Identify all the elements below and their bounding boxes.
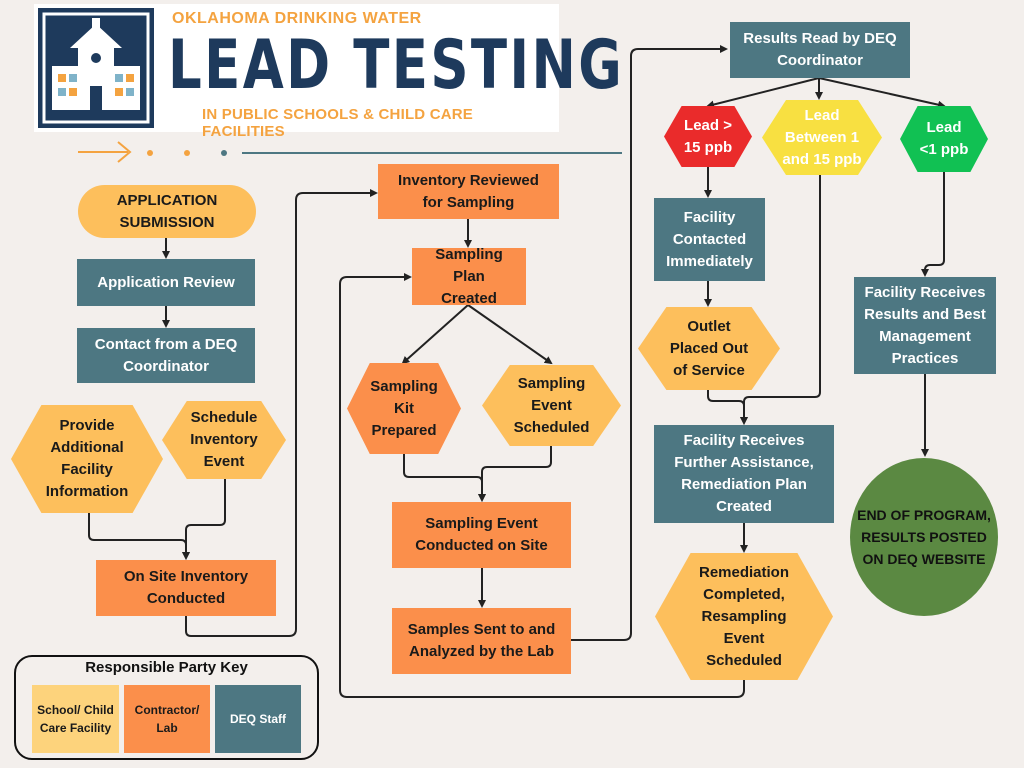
application-review-node: Application Review (77, 259, 255, 306)
schoolhouse-logo-icon (38, 8, 154, 128)
end-program-node: END OF PROGRAM, RESULTS POSTED ON DEQ WE… (850, 458, 998, 616)
key-school: School/ Child Care Facility (32, 685, 119, 753)
sampling-plan-node: Sampling Plan Created (412, 246, 526, 307)
event-conducted-node: Sampling Event Conducted on Site (392, 502, 571, 568)
logo-subtitle: IN PUBLIC SCHOOLS & CHILD CARE FACILITIE… (202, 106, 474, 140)
responsible-party-key: Responsible Party Key School/ Child Care… (14, 655, 319, 760)
facility-bmp-node: Facility Receives Results and Best Manag… (854, 277, 996, 374)
results-read-node: Results Read by DEQ Coordinator (730, 22, 910, 78)
decorative-arrow-line (78, 141, 622, 163)
key-title: Responsible Party Key (85, 659, 248, 676)
sampling-kit-node: Sampling Kit Prepared (347, 363, 461, 454)
inventory-reviewed-node: Inventory Reviewed for Sampling (378, 164, 559, 219)
logo-top-line: OKLAHOMA DRINKING WATER (172, 10, 422, 27)
facility-contacted-node: Facility Contacted Immediately (654, 198, 765, 281)
further-assistance-node: Facility Receives Further Assistance, Re… (654, 425, 834, 523)
logo-title: LEAD TESTING (168, 26, 625, 105)
application-submission-node: APPLICATION SUBMISSION (78, 185, 256, 238)
onsite-inventory-node: On Site Inventory Conducted (96, 560, 276, 616)
outlet-out-node: Outlet Placed Out of Service (638, 307, 780, 390)
lead-high-node: Lead > 15 ppb (664, 106, 752, 167)
logo-header: OKLAHOMA DRINKING WATER LEAD TESTING IN … (34, 4, 622, 140)
key-contractor: Contractor/ Lab (124, 685, 210, 753)
event-scheduled-node: Sampling Event Scheduled (482, 365, 621, 446)
lead-low-node: Lead <1 ppb (900, 106, 988, 172)
remediation-completed-node: Remediation Completed, Resampling Event … (655, 553, 833, 680)
samples-sent-node: Samples Sent to and Analyzed by the Lab (392, 608, 571, 674)
contact-deq-coordinator-node: Contact from a DEQ Coordinator (77, 328, 255, 383)
key-deq-staff: DEQ Staff (215, 685, 301, 753)
provide-info-node: Provide Additional Facility Information (11, 405, 163, 513)
lead-mid-node: Lead Between 1 and 15 ppb (762, 100, 882, 175)
schedule-inventory-node: Schedule Inventory Event (162, 401, 286, 479)
